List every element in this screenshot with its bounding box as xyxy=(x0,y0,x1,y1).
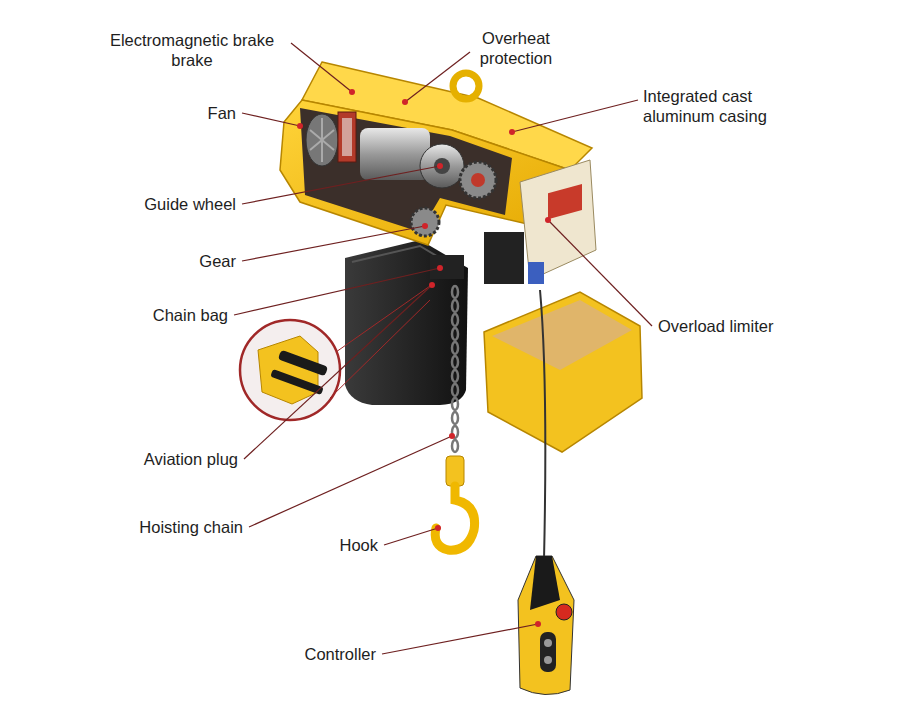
leader-dots xyxy=(297,89,551,627)
overload-sensor xyxy=(528,262,544,284)
inset-pointer xyxy=(330,300,430,398)
guide-wheel-hub xyxy=(434,158,450,174)
pendant-cable xyxy=(540,290,545,560)
part-label: Guide wheel xyxy=(144,194,236,214)
button-pad xyxy=(540,632,556,672)
box-lid xyxy=(484,292,642,452)
motor xyxy=(360,128,430,180)
cutaway xyxy=(300,108,512,232)
part-label: Gear xyxy=(199,251,236,271)
part-label: Hook xyxy=(339,535,378,555)
inset-pointer xyxy=(336,286,430,352)
fan-blades xyxy=(310,118,334,162)
controller-body xyxy=(518,556,574,695)
lid-inside xyxy=(492,300,632,370)
chain-guide xyxy=(430,255,464,279)
part-label: Hoisting chain xyxy=(139,517,243,537)
inset-plug xyxy=(278,350,328,376)
hook xyxy=(435,486,474,550)
guide-wheel xyxy=(420,144,464,188)
part-label: Fan xyxy=(208,103,236,123)
leader-lines xyxy=(234,43,652,654)
gear xyxy=(411,208,439,236)
contactor xyxy=(484,232,524,284)
part-label: Chain bag xyxy=(153,305,228,325)
inset-plug xyxy=(270,369,323,395)
brake-disc xyxy=(342,118,352,156)
gear xyxy=(460,162,496,198)
controller-grip xyxy=(530,556,560,610)
part-label: Integrated cast aluminum casing xyxy=(643,86,793,126)
up-button xyxy=(544,639,552,647)
part-label: Overload limiter xyxy=(658,316,774,336)
fan xyxy=(306,114,338,166)
part-label: Controller xyxy=(304,644,376,664)
part-label: Aviation plug xyxy=(144,449,238,469)
stop-button xyxy=(556,604,572,620)
down-button xyxy=(544,656,552,664)
control-panel xyxy=(548,184,582,219)
part-label: Overheat protection xyxy=(466,28,566,68)
hoisting-chain xyxy=(452,286,458,452)
brake-coil xyxy=(338,112,356,162)
part-label: Electromagnetic brake brake xyxy=(92,30,292,70)
inset-circle xyxy=(240,320,340,420)
gear-hub xyxy=(471,173,485,187)
lifting-eye xyxy=(453,73,479,99)
